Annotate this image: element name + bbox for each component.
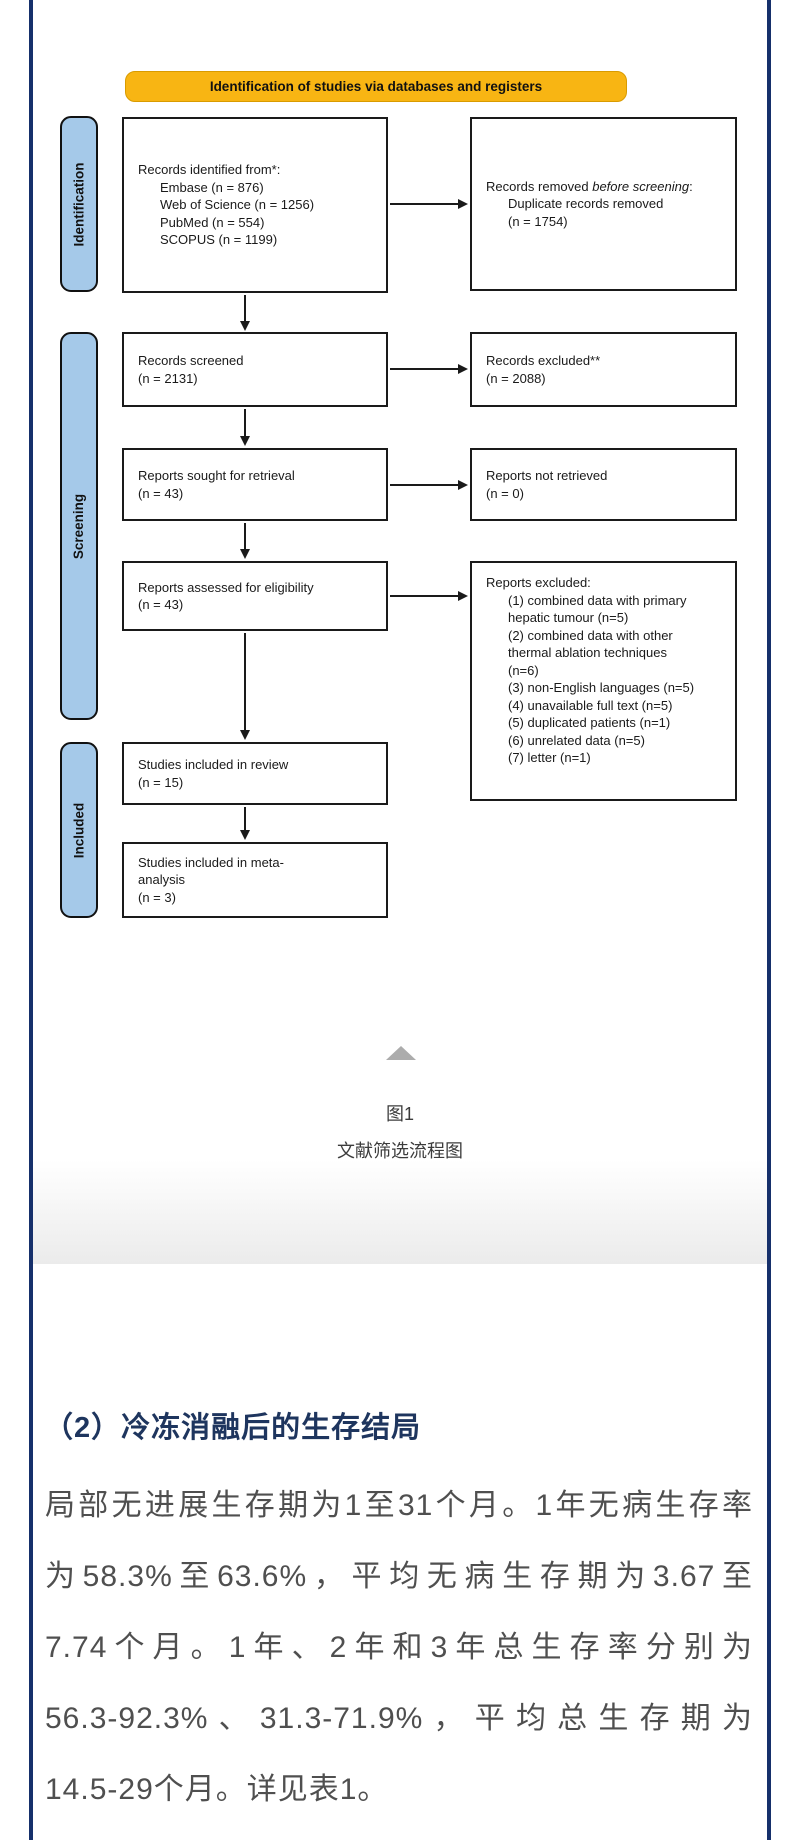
box-count: (n = 2131) — [138, 370, 198, 386]
banner-label: Identification of studies via databases … — [209, 79, 543, 94]
exclusion-reason: (6) unrelated data (n=5) — [508, 732, 645, 748]
box-reports-not-retrieved: Reports not retrieved (n = 0) — [470, 448, 737, 521]
page-left-border — [29, 0, 33, 1840]
body-text-line: 局部无进展生存期为1至31个月。1年无病生存率 — [45, 1489, 753, 1522]
body-paragraph: 局部无进展生存期为1至31个月。1年无病生存率 为58.3%至63.6%，平均无… — [45, 1470, 753, 1825]
box-count: (n = 0) — [486, 485, 524, 501]
down-arrow — [239, 523, 250, 559]
diagram-banner: Identification of studies via databases … — [125, 71, 627, 102]
right-arrow — [390, 590, 468, 601]
removal-reason: Duplicate records removed — [508, 196, 664, 212]
box-reports-sought: Reports sought for retrieval (n = 43) — [122, 448, 388, 521]
exclusion-reason: (4) unavailable full text (n=5) — [508, 697, 673, 713]
box-studies-included-meta-analysis: Studies included in meta- analysis (n = … — [122, 842, 388, 918]
box-reports-excluded-reasons: Reports excluded: (1) combined data with… — [470, 561, 737, 801]
figure-title: 文献筛选流程图 — [337, 1141, 463, 1161]
database-count: Web of Science (n = 1256) — [160, 197, 315, 213]
title-italic-text: before screening — [592, 178, 690, 194]
box-records-screened: Records screened (n = 2131) — [122, 332, 388, 407]
box-title: Reports assessed for eligibility — [138, 579, 314, 595]
stage-label-screening: Screening — [60, 332, 98, 720]
box-title: Reports not retrieved — [486, 468, 608, 483]
box-title: Records removed before screening: — [486, 178, 727, 196]
box-title: Studies included in meta- — [138, 854, 284, 870]
box-count: (n = 3) — [138, 889, 176, 905]
body-text-line: 56.3-92.3%、31.3-71.9%，平均总生存期为 — [45, 1702, 753, 1735]
box-title: Reports excluded: — [486, 575, 591, 590]
database-count: Embase (n = 876) — [160, 179, 264, 195]
title-text: Records removed — [486, 178, 593, 194]
right-arrow — [390, 198, 468, 209]
box-title: Records excluded** — [486, 353, 601, 368]
box-count: (n = 15) — [138, 774, 184, 790]
exclusion-reason: (1) combined data with primary hepatic t… — [508, 592, 687, 626]
body-text-line: 为58.3%至63.6%，平均无病生存期为3.67至 — [45, 1560, 753, 1593]
database-count: SCOPUS (n = 1199) — [160, 232, 278, 248]
body-text-line: 14.5-29个月。详见表1。 — [45, 1773, 389, 1806]
down-arrow — [239, 409, 250, 446]
box-records-identified: Records identified from*: Embase (n = 87… — [122, 117, 388, 293]
box-count: (n = 43) — [138, 485, 184, 501]
exclusion-reason: (5) duplicated patients (n=1) — [508, 715, 671, 730]
database-count: PubMed (n = 554) — [160, 214, 265, 230]
box-title: Records screened — [138, 353, 244, 368]
box-records-removed: Records removed before screening: Duplic… — [470, 117, 737, 291]
collapse-triangle-icon[interactable] — [386, 1046, 416, 1060]
body-text-line: 7.74个月。1年、2年和3年总生存率分别为 — [45, 1631, 753, 1664]
stage-label-included: Included — [60, 742, 98, 918]
box-count: (n = 43) — [138, 597, 184, 612]
exclusion-reason: (2) combined data with other thermal abl… — [508, 627, 673, 678]
down-arrow — [239, 633, 250, 740]
title-text: : — [689, 178, 693, 194]
box-title: analysis — [138, 872, 185, 888]
stage-label-text: Identification — [71, 162, 87, 246]
figure-label: 图1 — [385, 1104, 414, 1124]
right-arrow — [390, 363, 468, 374]
section-divider — [33, 1160, 767, 1264]
removal-count: (n = 1754) — [508, 213, 568, 229]
down-arrow — [239, 807, 250, 840]
box-title: Records identified from*: — [138, 162, 281, 178]
box-studies-included-review: Studies included in review (n = 15) — [122, 742, 388, 805]
stage-label-text: Included — [71, 802, 87, 858]
box-records-excluded: Records excluded** (n = 2088) — [470, 332, 737, 407]
exclusion-reason: (3) non-English languages (n=5) — [508, 680, 695, 695]
box-title: Studies included in review — [138, 757, 289, 772]
section-heading: （2）冷冻消融后的生存结局 — [44, 1412, 422, 1444]
right-arrow — [390, 479, 468, 490]
exclusion-reason: (7) letter (n=1) — [508, 750, 591, 765]
box-count: (n = 2088) — [486, 370, 546, 386]
stage-label-identification: Identification — [60, 116, 98, 292]
stage-label-text: Screening — [71, 493, 87, 559]
box-reports-assessed: Reports assessed for eligibility (n = 43… — [122, 561, 388, 631]
page-right-border — [767, 0, 771, 1840]
down-arrow — [239, 295, 250, 331]
box-title: Reports sought for retrieval — [138, 468, 295, 483]
